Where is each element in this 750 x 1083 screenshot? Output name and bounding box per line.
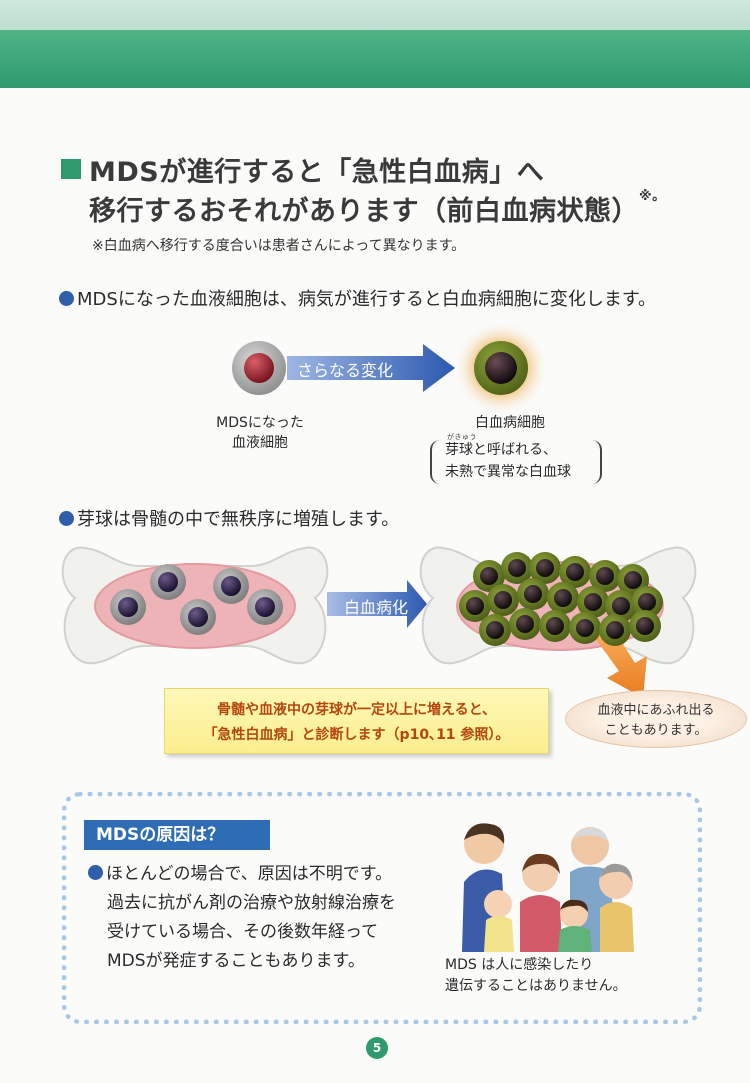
cause-line4: MDSが発症することもあります。 — [107, 950, 365, 971]
infection-note: MDS は人に感染したり遺伝することはありません。 — [445, 955, 627, 997]
cell-change-diagram — [232, 322, 547, 414]
bullet-progression-text: MDSになった血液細胞は、病気が進行すると白血病細胞に変化します。 — [77, 289, 657, 310]
overflow-line1: 血液中にあふれ出る — [597, 703, 715, 718]
overflow-arrow-icon — [595, 628, 647, 698]
overflow-line2: こともあります。 — [604, 722, 708, 738]
bullet-dot-icon — [59, 291, 74, 306]
cause-line1-text: ほとんどの場合で、原因は不明です。 — [106, 864, 393, 884]
leukemia-cell-nucleus — [485, 352, 517, 384]
page-title-line1: MDSが進行すると「急性白血病」へ — [89, 157, 545, 188]
diagnosis-callout: 骨髄や血液中の芽球が一定以上に増えると、「急性白血病」と診断します（p10､11… — [164, 688, 549, 754]
bullet-dot-icon — [88, 865, 103, 880]
baby-face — [484, 890, 512, 918]
mds-cell-nucleus — [244, 353, 274, 383]
child-body — [558, 926, 592, 952]
normal-cells — [110, 564, 283, 635]
bullet-progression: MDSになった血液細胞は、病気が進行すると白血病細胞に変化します。 — [59, 285, 656, 311]
blast-explanation-line2: 未熟で異常な白血球 — [445, 463, 571, 480]
cause-line3: 受けている場合、その後数年経って — [107, 921, 379, 942]
blast-cells — [459, 552, 663, 646]
title-square-marker — [61, 159, 81, 179]
cause-box — [62, 792, 702, 1024]
change-arrow-icon — [287, 344, 455, 392]
arrow-label-leukemia: 白血病化 — [344, 598, 409, 617]
mds-cell-label-line2: 血液細胞 — [232, 435, 288, 452]
bullet-proliferation: 芽球は骨髄の中で無秩序に増殖します。 — [59, 505, 399, 531]
header-band — [0, 30, 750, 88]
blast-explanation: 芽球と呼ばれる、未熟で異常な白血球 — [445, 440, 571, 483]
title-note-mark: ※。 — [639, 189, 666, 204]
baby-body — [484, 916, 514, 952]
page-title-line2: 移行するおそれがあります（前白血病状態）※。 — [89, 189, 666, 228]
page-number: 5 — [366, 1037, 388, 1059]
child-face — [560, 900, 588, 928]
overflow-callout: 血液中にあふれ出ることもあります。 — [565, 690, 747, 748]
footnote: ※白血病へ移行する度合いは患者さんによって異なります。 — [92, 238, 466, 254]
explanation-parentheses — [430, 440, 602, 484]
mds-cell-label-line1: MDSになった — [216, 415, 304, 431]
arrow-label-change: さらなる変化 — [297, 361, 394, 380]
grandma-face — [599, 865, 633, 899]
diagnosis-line1: 骨髄や血液中の芽球が一定以上に増えると、 — [216, 702, 497, 718]
cause-line2: 過去に抗がん剤の治療や放射線治療を — [107, 892, 396, 913]
header-top-strip — [0, 0, 750, 30]
blast-explanation-line1: 芽球と呼ばれる、 — [445, 442, 557, 458]
infection-note-line1: MDS は人に感染したり — [445, 957, 594, 973]
cause-heading: MDSの原因は？ — [84, 820, 270, 850]
mother-body — [520, 895, 562, 952]
mds-cell-label: MDSになった血液細胞 — [205, 413, 315, 454]
leukemia-cell-label: 白血病細胞 — [475, 415, 545, 431]
infection-note-line2: 遺伝することはありません。 — [445, 978, 627, 994]
diagnosis-line2: 「急性白血病」と診断します（p10､11 参照）。 — [203, 726, 510, 743]
family-illustration — [450, 812, 640, 952]
grandma-body — [600, 902, 634, 952]
page-title-line2-text: 移行するおそれがあります（前白血病状態） — [89, 196, 639, 227]
leukemia-arrow-icon — [327, 580, 427, 628]
cause-line1: ほとんどの場合で、原因は不明です。 — [88, 860, 396, 889]
bullet-dot-icon — [59, 511, 74, 526]
cause-body: ほとんどの場合で、原因は不明です。 過去に抗がん剤の治療や放射線治療を 受けてい… — [88, 860, 396, 976]
ruby-reading: がきゅう — [447, 433, 477, 441]
bone-marrow-diagram — [61, 546, 697, 698]
bullet-proliferation-text: 芽球は骨髄の中で無秩序に増殖します。 — [77, 509, 400, 530]
